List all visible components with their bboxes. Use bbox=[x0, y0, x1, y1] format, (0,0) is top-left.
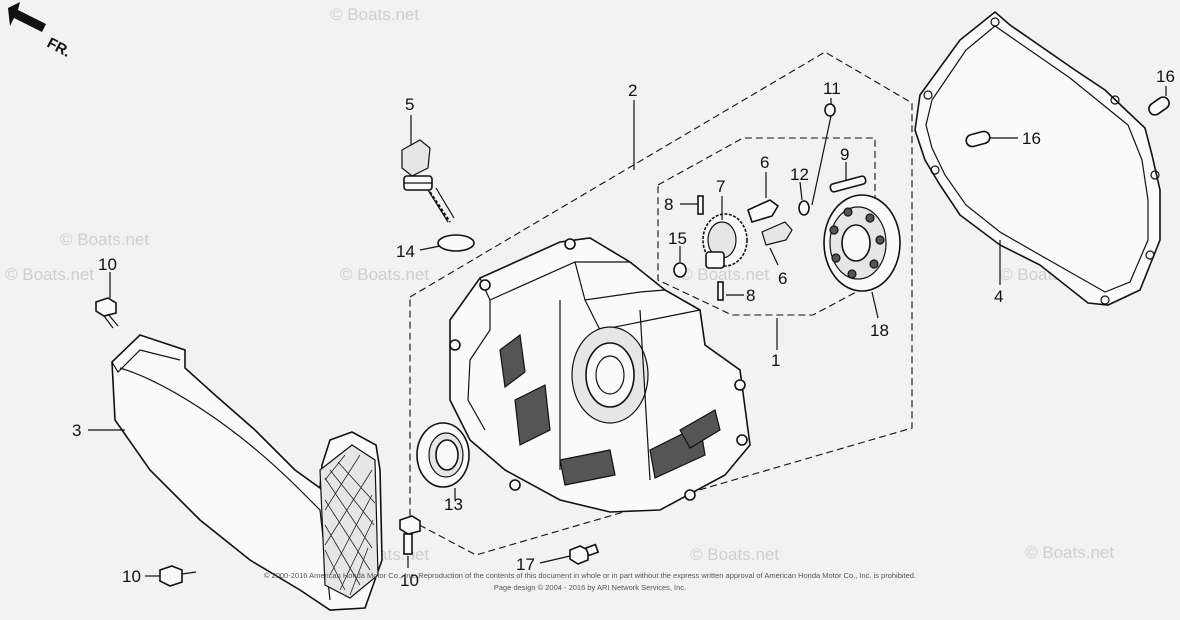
callout-label: 9 bbox=[840, 145, 849, 164]
o-ring bbox=[437, 234, 475, 252]
callout-label: 6 bbox=[778, 269, 787, 288]
callout-label: 4 bbox=[994, 287, 1003, 306]
governor-gear bbox=[702, 213, 748, 269]
callout-label: 10 bbox=[400, 571, 419, 590]
callout-label: 14 bbox=[396, 242, 415, 261]
callouts: 2 1 3 4 5 6 6 7 8 8 9 10 10 10 11 12 13 … bbox=[72, 67, 1175, 590]
callout-label: 17 bbox=[516, 555, 535, 574]
front-label: FR. bbox=[44, 35, 73, 61]
callout-label: 7 bbox=[716, 177, 725, 196]
watermark: © Boats.net bbox=[60, 230, 149, 249]
bolt bbox=[569, 543, 600, 565]
arrow-icon bbox=[8, 2, 46, 32]
dowel-pin bbox=[965, 130, 991, 148]
callout-label: 16 bbox=[1156, 67, 1175, 86]
oil-filler-cap bbox=[401, 139, 455, 223]
pin bbox=[717, 281, 724, 301]
bolt bbox=[159, 565, 197, 587]
clip bbox=[798, 200, 810, 216]
watermark: © Boats.net bbox=[680, 265, 769, 284]
bolt bbox=[399, 515, 421, 555]
governor-weight bbox=[761, 221, 793, 246]
watermark: © Boats.net bbox=[1025, 543, 1114, 562]
crankcase-cover bbox=[449, 237, 751, 513]
callout-label: 10 bbox=[98, 255, 117, 274]
callout-label: 18 bbox=[870, 321, 889, 340]
callout-label: 6 bbox=[760, 153, 769, 172]
watermark: © Boats.net bbox=[340, 265, 429, 284]
assembly-frame-1 bbox=[657, 137, 876, 316]
copyright-line-2: Page design © 2004 - 2016 by ARI Network… bbox=[494, 583, 686, 592]
callout-label: 10 bbox=[122, 567, 141, 586]
bolt bbox=[95, 297, 119, 329]
callout-label: 3 bbox=[72, 421, 81, 440]
watermark: © Boats.net bbox=[5, 265, 94, 284]
copyright-line-1: © 2000-2016 American Honda Motor Co., In… bbox=[264, 571, 916, 580]
governor-shaft bbox=[829, 175, 867, 193]
watermark: © Boats.net bbox=[330, 5, 419, 24]
oil-seal bbox=[416, 422, 470, 488]
callout-label: 12 bbox=[790, 165, 809, 184]
callout-label: 5 bbox=[405, 95, 414, 114]
callout-label: 11 bbox=[823, 79, 841, 98]
callout-label: 15 bbox=[668, 229, 687, 248]
watermark: © Boats.net bbox=[690, 545, 779, 564]
ball-bearing bbox=[823, 194, 901, 292]
copyright-footer: © 2000-2016 American Honda Motor Co., In… bbox=[264, 571, 916, 592]
shroud bbox=[111, 334, 383, 611]
pin bbox=[697, 195, 704, 215]
washer bbox=[673, 262, 687, 278]
callout-label: 13 bbox=[444, 495, 463, 514]
watermark-layer: © Boats.net © Boats.net © Boats.net © Bo… bbox=[5, 5, 1114, 564]
front-direction-arrow: FR. bbox=[8, 2, 73, 61]
gasket bbox=[914, 10, 1161, 306]
callout-label: 2 bbox=[628, 81, 637, 100]
leader-lines bbox=[88, 86, 1167, 577]
callout-label: 16 bbox=[1022, 129, 1041, 148]
callout-label: 1 bbox=[771, 351, 780, 370]
callout-label: 8 bbox=[746, 286, 755, 305]
washer bbox=[824, 103, 836, 117]
callout-label: 8 bbox=[664, 195, 673, 214]
dowel-pin bbox=[1148, 96, 1170, 116]
governor-weight bbox=[747, 199, 780, 223]
